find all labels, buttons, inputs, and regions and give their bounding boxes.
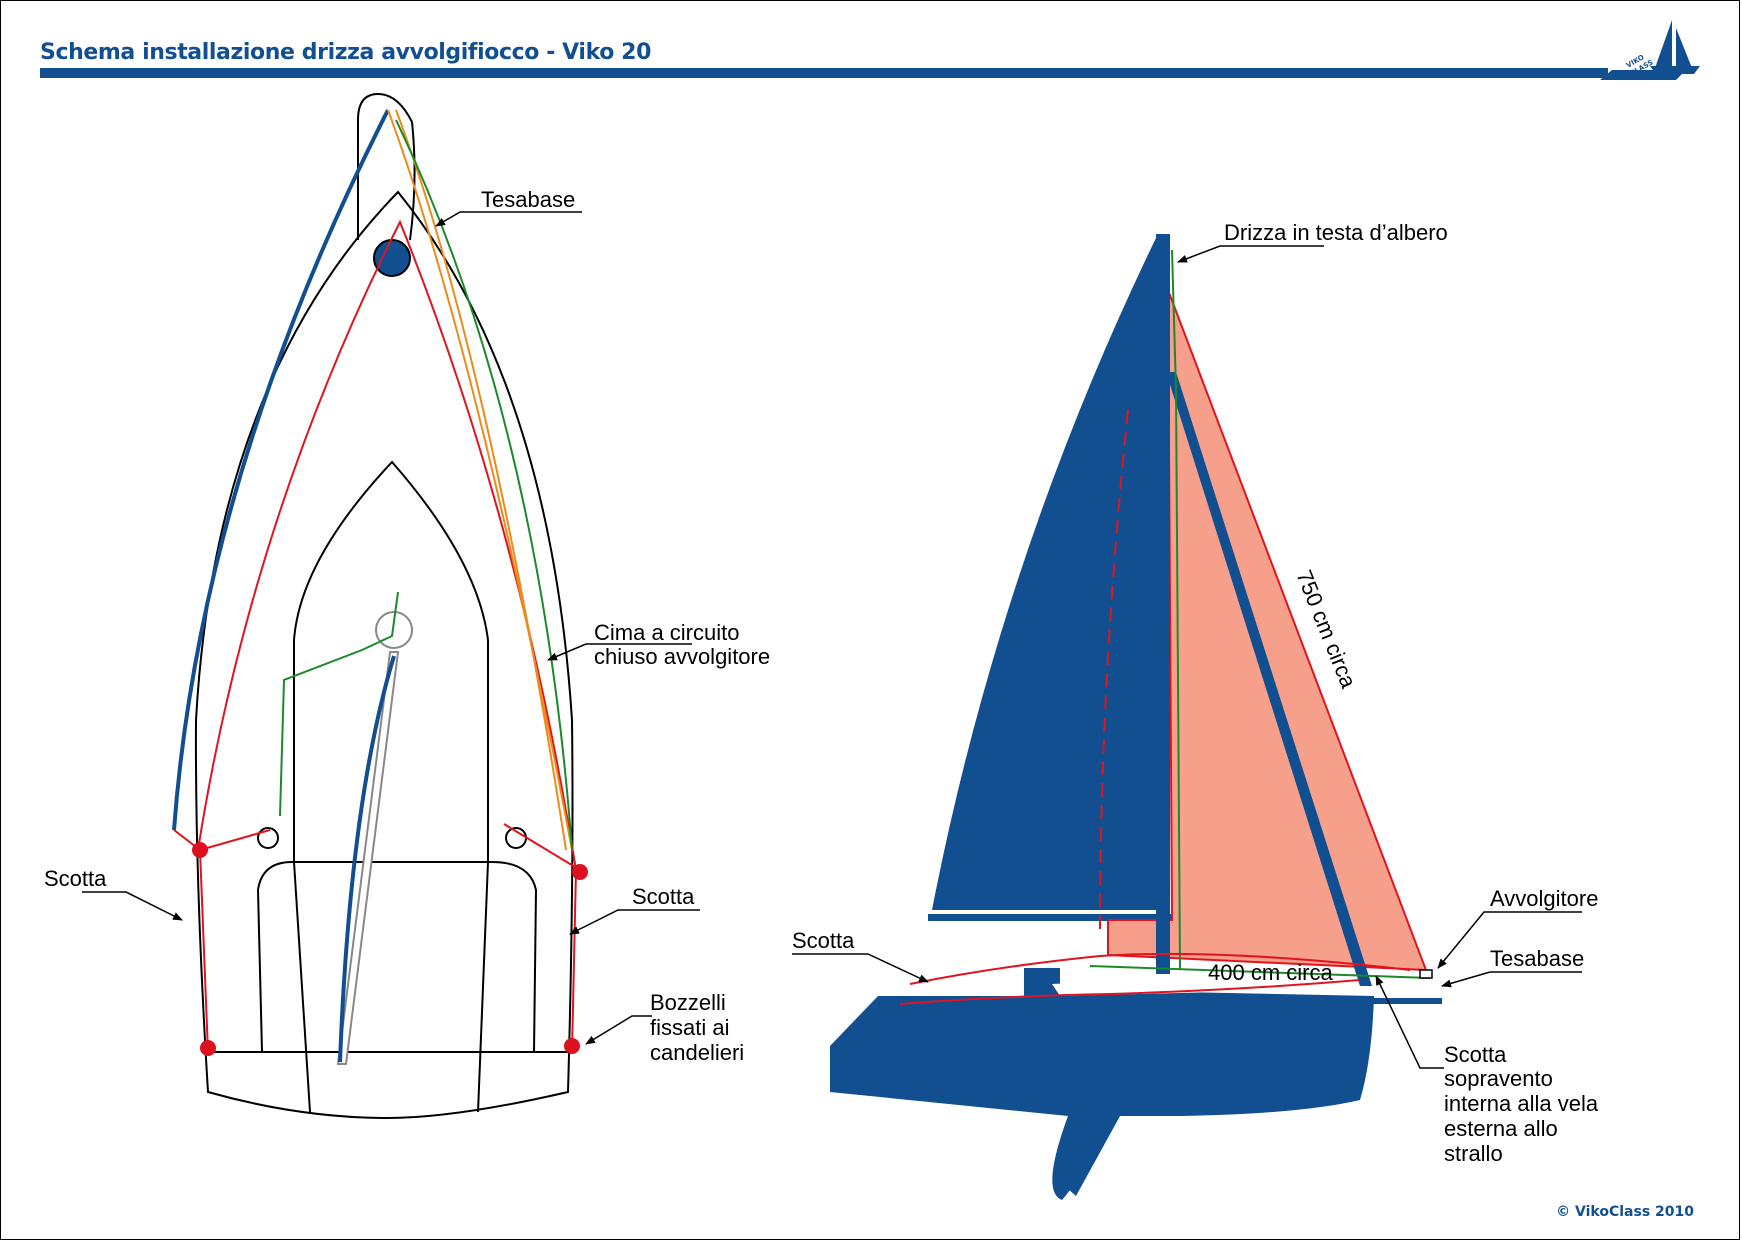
halyard-green (1171, 249, 1181, 971)
keel (1060, 1116, 1120, 1196)
label-avvolgitore: Avvolgitore (1490, 886, 1598, 911)
forestay (1166, 372, 1372, 986)
label-tesabase-side: Tesabase (1490, 946, 1584, 971)
label-scotta-side-left: Scotta (792, 928, 855, 953)
label-scotta-side-right-line5: strallo (1444, 1141, 1503, 1166)
label-bozzelli-line1: Bozzelli (650, 990, 726, 1015)
furler-drum (1419, 969, 1433, 979)
bowsprit-outline (357, 92, 416, 241)
side-view-boat (830, 234, 1442, 1200)
furling-line-orange (387, 109, 573, 851)
mast-head-circle (373, 239, 411, 277)
top-view-hull (172, 92, 588, 1120)
cabin-roof-outline (293, 460, 489, 862)
boom (336, 651, 400, 1065)
page-title: Schema installazione drizza avvolgifiocc… (40, 40, 651, 65)
label-scotta-top-left: Scotta (44, 866, 107, 891)
jib-sheet-red (197, 219, 577, 871)
mast (1156, 234, 1170, 974)
label-scotta-side-right-line4: esterna allo (1444, 1116, 1558, 1141)
hull-outline (194, 190, 574, 1120)
vikoclass-logo: VIKO CLASS (1600, 20, 1700, 80)
label-scotta-side-right-line1: Scotta (1444, 1042, 1507, 1067)
label-cima-line2: chiuso avvolgitore (594, 644, 770, 669)
label-scotta-side-right-line3: interna alla vela (1444, 1091, 1599, 1116)
jib-sheet-side-2 (899, 979, 1361, 1005)
block-dot (564, 1038, 580, 1054)
label-dim-400: 400 cm circa (1208, 960, 1333, 985)
jib-sheet-side-1 (909, 952, 1411, 985)
block-dot (200, 1040, 216, 1056)
copyright-text: © VikoClass 2010 (1556, 1204, 1694, 1220)
label-cima-line1: Cima a circuito (594, 620, 739, 645)
title-underline-bar (40, 68, 1608, 78)
label-scotta-top-right: Scotta (632, 884, 695, 909)
label-bozzelli-line2: fissati ai (650, 1015, 729, 1040)
jib-sail (1107, 289, 1428, 972)
main-boom (928, 914, 1172, 921)
top-view-labels: Tesabase Cima a circuito chiuso avvolgit… (44, 187, 770, 1065)
mainsail (932, 238, 1156, 910)
hull-side (830, 968, 1374, 1200)
cockpit-outline (256, 861, 538, 1053)
label-drizza: Drizza in testa d’albero (1224, 220, 1448, 245)
jib-outline-blue (172, 109, 390, 831)
jib-sheet-dashed (1099, 409, 1129, 931)
tack-line-green (395, 119, 573, 851)
mainsail-line-blue (338, 655, 396, 1063)
label-tesabase-top: Tesabase (481, 187, 575, 212)
bowsprit-side (1370, 998, 1442, 1004)
block-dot (572, 864, 588, 880)
label-scotta-side-right-line2: sopravento (1444, 1066, 1553, 1091)
block-dot (192, 842, 208, 858)
halyard-line-green (279, 591, 399, 817)
mast-base-ring (375, 611, 413, 649)
label-bozzelli-line3: candelieri (650, 1040, 744, 1065)
